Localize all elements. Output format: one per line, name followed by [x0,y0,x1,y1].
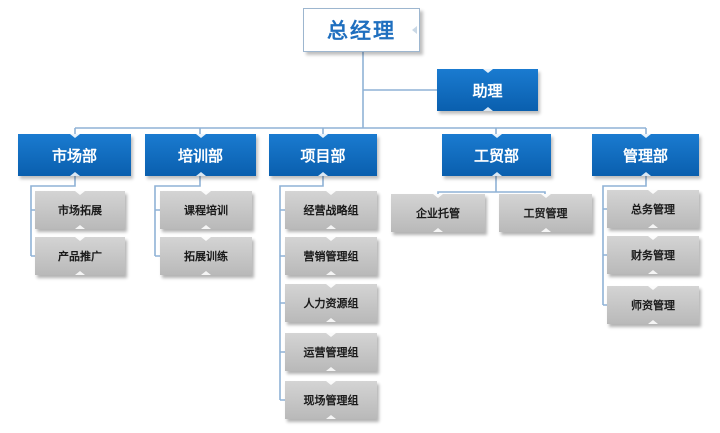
team-label: 工贸管理 [523,207,568,220]
team-label: 财务管理 [631,249,675,262]
team-label: 营销管理组 [303,250,359,263]
notch-marker [201,237,211,241]
notch-marker [540,228,551,232]
notch-marker [326,237,336,241]
department-label: 工贸部 [473,146,519,165]
notch-marker [648,236,658,240]
notch-marker [326,225,336,229]
team-box: 人力资源组 [285,284,377,322]
notch-marker [201,271,211,275]
department-label: 项目部 [300,146,346,165]
notch-marker [201,191,211,195]
connector-teams-1 [30,176,76,257]
notch-marker [318,134,328,138]
notch-marker [69,134,80,138]
notch-marker [195,134,206,138]
team-box: 现场管理组 [285,381,377,419]
team-box: 工贸管理 [499,194,592,232]
notch-marker [75,271,85,275]
notch-marker [640,172,651,176]
ceo-notch-marker [412,26,417,34]
notch-marker [648,286,658,290]
team-label: 师资管理 [631,299,675,312]
team-box: 财务管理 [607,236,699,274]
notch-marker [491,134,502,138]
notch-marker [326,415,336,419]
ceo-label: 总经理 [327,19,396,43]
notch-marker [326,333,336,337]
team-box: 经营战略组 [285,191,377,229]
department-label: 市场部 [51,146,97,165]
team-box: 营销管理组 [285,237,377,275]
team-box: 总务管理 [607,190,699,228]
team-box: 产品推广 [35,237,125,275]
team-box: 运营管理组 [285,333,377,371]
notch-marker [433,194,443,198]
department-box-project: 项目部 [269,134,377,176]
notch-marker [326,191,336,195]
team-label: 企业托管 [416,207,460,220]
team-label: 现场管理组 [303,394,359,407]
connector-teams-2 [154,176,201,257]
department-box-trade: 工贸部 [442,134,551,176]
notch-marker [326,367,336,371]
team-label: 产品推广 [58,250,102,263]
team-label: 课程培训 [184,204,228,217]
team-label: 市场拓展 [58,204,102,217]
team-label: 经营战略组 [303,204,359,217]
notch-marker [69,172,80,176]
notch-marker [640,134,651,138]
connector-teams-3 [279,176,324,401]
team-label: 拓展训练 [184,250,228,263]
ceo-box: 总经理 [303,8,420,52]
notch-marker [75,191,85,195]
team-label: 运营管理组 [303,346,359,359]
department-label: 管理部 [622,146,668,165]
team-label: 总务管理 [631,203,675,216]
notch-marker [326,318,336,322]
team-box: 市场拓展 [35,191,125,229]
team-label: 人力资源组 [303,297,359,310]
team-box: 课程培训 [160,191,252,229]
connector-teams-4 [437,176,546,194]
assistant-box: 助理 [437,69,538,111]
department-box-market: 市场部 [18,134,131,176]
notch-marker [482,107,493,111]
notch-marker [540,194,551,198]
department-box-management: 管理部 [592,134,699,176]
notch-marker [433,228,443,232]
notch-marker [326,284,336,288]
assistant-label: 助理 [472,81,503,100]
notch-marker [326,271,336,275]
notch-marker [195,172,206,176]
notch-marker [318,172,328,176]
department-box-training: 培训部 [145,134,256,176]
notch-marker [648,270,658,274]
team-box: 师资管理 [607,286,699,324]
notch-marker [648,190,658,194]
notch-marker [491,172,502,176]
notch-marker [75,237,85,241]
connector-teams-5 [602,176,647,306]
notch-marker [648,224,658,228]
notch-marker [482,69,493,73]
team-box: 企业托管 [391,194,485,232]
department-label: 培训部 [177,146,223,165]
notch-marker [326,381,336,385]
notch-marker [201,225,211,229]
notch-marker [648,320,658,324]
notch-marker [75,225,85,229]
team-box: 拓展训练 [160,237,252,275]
